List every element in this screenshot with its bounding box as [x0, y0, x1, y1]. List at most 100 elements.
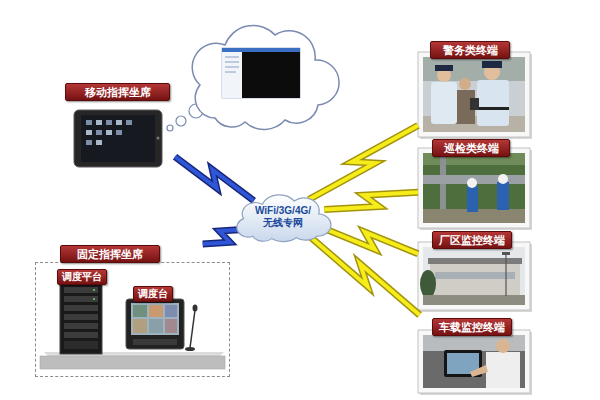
title-tag: 调度平台 [57, 269, 107, 285]
lightning-link [322, 228, 418, 254]
factory-photo [505, 254, 506, 296]
equipment-platform [40, 352, 225, 369]
screenshot-window [225, 62, 239, 63]
screenshot-window [225, 57, 239, 58]
screenshot-window [222, 48, 300, 98]
dispatch-console [149, 319, 163, 333]
network-cloud: WiFi/3G/4G/ 无线专网 [236, 193, 330, 241]
dispatch-console [193, 305, 198, 312]
police-photo [423, 57, 525, 81]
tablet-device [96, 140, 102, 145]
dispatch-console [149, 305, 163, 317]
thought-bubble [167, 26, 339, 131]
factory-photo [423, 295, 525, 305]
vehicle-photo [423, 335, 525, 351]
police-photo [420, 54, 532, 139]
server-rack [64, 323, 98, 329]
dispatch-console [190, 310, 195, 348]
title-tag: 移动指挥坐席 [65, 83, 170, 101]
tablet-device [86, 130, 92, 135]
tablet-device [106, 120, 112, 125]
title-tag: 车载监控终端 [432, 318, 512, 336]
lightning-link [324, 192, 418, 209]
seat-panel: 固定指挥坐席调度平台调度台 [35, 244, 230, 377]
factory-photo [420, 270, 436, 298]
terminal-group: 调度台 [133, 283, 181, 349]
inspection-photo [498, 174, 508, 184]
vehicle-photo [420, 332, 532, 395]
network-label: WiFi/3G/4G/ 无线专网 [251, 205, 315, 229]
lightning-link [308, 235, 420, 315]
server-rack [93, 289, 95, 291]
screenshot-window [222, 48, 300, 52]
lightning-link [308, 235, 420, 315]
lightning-link [309, 125, 418, 199]
server-rack [64, 287, 98, 293]
vehicle-photo [418, 330, 532, 395]
police-photo [477, 80, 509, 126]
screenshot-window [222, 48, 300, 98]
dispatch-console [133, 319, 147, 333]
terminal-group: 警务类终端 [418, 38, 530, 137]
terminal-group: 巡检类终端 [418, 136, 530, 228]
dispatch-console [126, 299, 184, 349]
lightning-link [175, 157, 254, 201]
equipment-platform [40, 356, 225, 369]
inspection-photo [418, 148, 532, 230]
dispatch-console [133, 305, 147, 317]
tablet-device [116, 120, 122, 125]
vehicle-photo [423, 335, 525, 388]
factory-photo [418, 242, 532, 312]
server-rack [64, 305, 98, 311]
server-rack [60, 282, 102, 354]
inspection-photo [423, 153, 525, 223]
factory-photo [435, 272, 515, 279]
screenshot-window [225, 67, 239, 68]
factory-photo [420, 244, 532, 312]
server-rack [60, 282, 102, 354]
lightning-link [324, 192, 418, 209]
vehicle-photo [470, 365, 488, 377]
inspection-photo [467, 178, 477, 188]
title-tag: 固定指挥坐席 [60, 245, 160, 263]
dispatch-console [131, 303, 179, 335]
factory-photo [502, 252, 510, 255]
lightning-link [308, 235, 420, 315]
server-rack [93, 298, 95, 300]
title-tag: 警务类终端 [430, 41, 510, 59]
police-photo [482, 61, 502, 68]
terminal-group: 调度平台 [57, 266, 109, 356]
server-rack [64, 341, 98, 349]
police-photo [418, 52, 532, 139]
police-photo [459, 78, 471, 90]
police-photo [470, 98, 479, 110]
server-rack [64, 332, 98, 338]
dispatch-console [185, 347, 195, 351]
thought-bubble [176, 116, 186, 126]
thought-bubble [167, 125, 173, 131]
screenshot-window [222, 52, 242, 98]
terminal-group: 车载监控终端 [418, 315, 530, 393]
tablet-device [106, 130, 112, 135]
screenshot-window [225, 72, 236, 73]
lightning-link [309, 125, 418, 199]
screenshot-window [242, 52, 300, 98]
factory-photo [418, 242, 530, 310]
inspection-photo [418, 148, 530, 228]
vehicle-photo [486, 352, 520, 388]
terminal-group: 厂区监控终端 [418, 228, 530, 310]
title-tag: 厂区监控终端 [432, 231, 512, 249]
dispatch-console [165, 305, 177, 317]
tablet-device [96, 130, 102, 135]
lightning-link [324, 192, 418, 209]
title-tag: 调度台 [133, 286, 173, 302]
factory-photo [423, 247, 525, 305]
lightning-link [175, 157, 254, 201]
dispatch-console [133, 339, 177, 345]
thought-bubble [192, 26, 339, 130]
tablet-device [126, 120, 132, 125]
tablet-device [86, 140, 92, 145]
lightning-link [309, 125, 418, 199]
